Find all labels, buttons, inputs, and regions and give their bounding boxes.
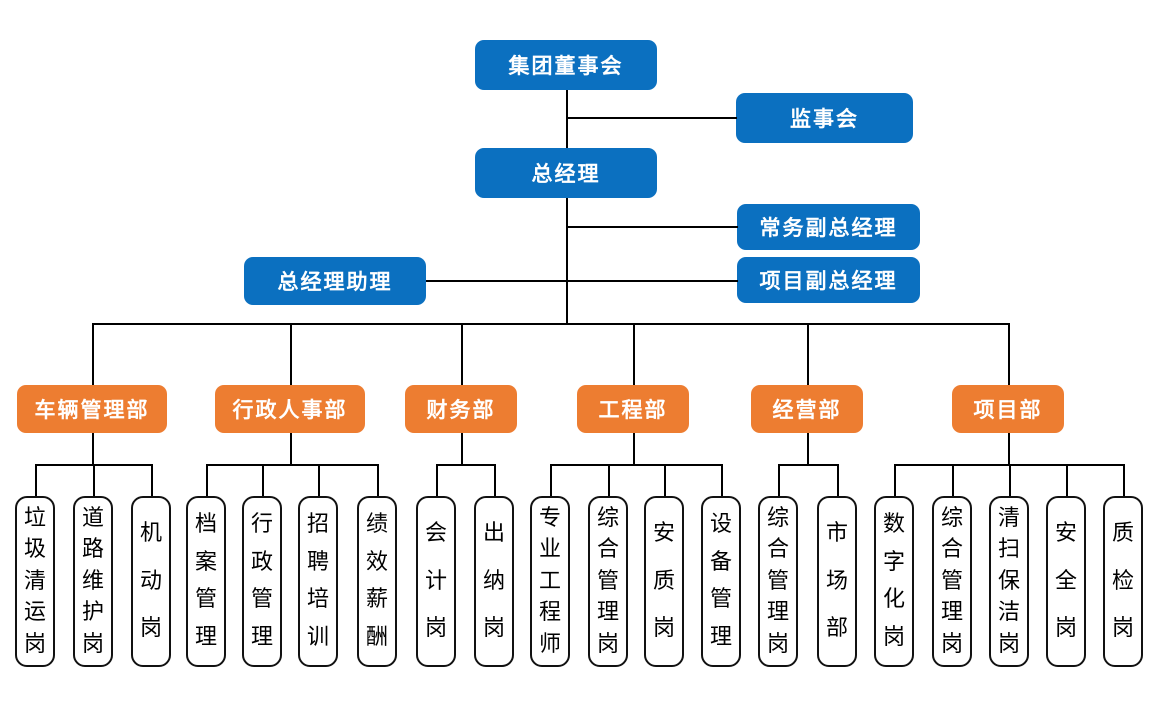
connector-line [1008,433,1010,466]
connector-line [206,464,378,466]
post-box: 专业工程师 [530,496,570,667]
connector-line [436,464,496,466]
department-box: 项目部 [952,385,1064,433]
post-box: 安质岗 [644,496,684,667]
post-box: 数字化岗 [874,496,914,667]
connector-line [566,117,737,119]
connector-line [92,323,94,385]
post-box: 垃圾清运岗 [15,496,55,667]
connector-line [894,464,896,496]
department-box: 财务部 [405,385,517,433]
connector-line [778,464,780,496]
department-box: 行政人事部 [215,385,365,433]
connector-line [151,464,153,496]
connector-line [92,433,94,466]
node-gm-assistant: 总经理助理 [244,257,426,305]
node-board: 集团董事会 [475,40,657,90]
post-box: 行政管理 [242,496,282,667]
post-box: 出纳岗 [474,496,514,667]
post-box: 综合管理岗 [758,496,798,667]
department-box: 经营部 [751,385,863,433]
post-box: 综合管理岗 [588,496,628,667]
connector-line [807,433,809,466]
connector-line [318,464,320,496]
department-box: 车辆管理部 [17,385,167,433]
post-box: 清扫保洁岗 [989,496,1029,667]
connector-line [426,280,738,282]
post-box: 综合管理岗 [932,496,972,667]
connector-line [262,464,264,496]
connector-line [461,323,463,385]
post-box: 档案管理 [186,496,226,667]
post-box: 市场部 [817,496,857,667]
connector-line [1123,464,1125,496]
post-box: 设备管理 [701,496,741,667]
node-general-manager: 总经理 [475,148,657,198]
connector-line [664,464,666,496]
connector-line [952,464,954,496]
post-box: 绩效薪酬 [357,496,397,667]
connector-line [566,226,738,228]
connector-line [290,433,292,466]
connector-line [1066,464,1068,496]
connector-line [550,464,552,496]
post-box: 招聘培训 [298,496,338,667]
connector-line [633,323,635,385]
connector-line [290,323,292,385]
connector-line [1009,464,1011,496]
post-box: 质检岗 [1103,496,1143,667]
connector-line [566,198,568,325]
department-box: 工程部 [577,385,689,433]
node-project-deputy-gm: 项目副总经理 [737,257,920,303]
connector-line [35,464,37,496]
connector-line [608,464,610,496]
post-box: 机动岗 [131,496,171,667]
connector-line [721,464,723,496]
connector-line [807,323,809,385]
connector-line [550,464,722,466]
post-box: 安全岗 [1046,496,1086,667]
connector-line [436,464,438,496]
connector-line [837,464,839,496]
connector-line [377,464,379,496]
connector-line [461,433,463,466]
connector-line [633,433,635,466]
connector-line [494,464,496,496]
post-box: 会计岗 [416,496,456,667]
connector-line [93,464,95,496]
post-box: 道路维护岗 [73,496,113,667]
connector-line [566,90,568,148]
connector-line [206,464,208,496]
connector-line [92,323,1009,325]
connector-line [778,464,838,466]
connector-line [1008,323,1010,385]
node-supervisory-board: 监事会 [736,93,913,143]
node-executive-deputy-gm: 常务副总经理 [737,204,920,250]
